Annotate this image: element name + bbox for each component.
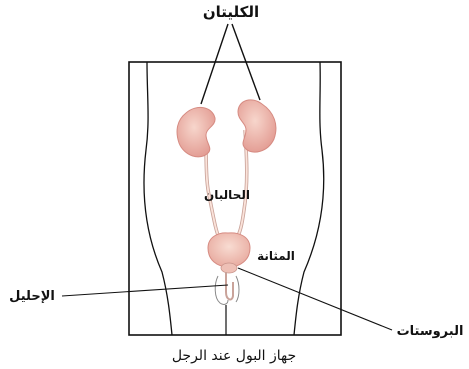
urethra-pointer (62, 285, 228, 296)
prostate (221, 263, 237, 273)
kidneys-pointer-left (201, 24, 228, 104)
label-ureters: الحالبان (204, 188, 250, 202)
bladder (208, 233, 250, 267)
diagram-caption: جهاز البول عند الرجل (172, 348, 296, 364)
label-bladder: المثانة (257, 249, 295, 263)
label-prostate: البروستات (397, 324, 464, 339)
kidney-right (238, 100, 276, 152)
body-outline-left (144, 62, 172, 335)
prostate-pointer (238, 268, 392, 330)
label-urethra: الإحليل (9, 289, 55, 304)
label-kidneys: الكليتان (203, 3, 259, 21)
kidney-left (177, 107, 215, 156)
genital-outline (215, 276, 239, 304)
urethra (226, 272, 233, 299)
body-outline-right (294, 62, 324, 335)
